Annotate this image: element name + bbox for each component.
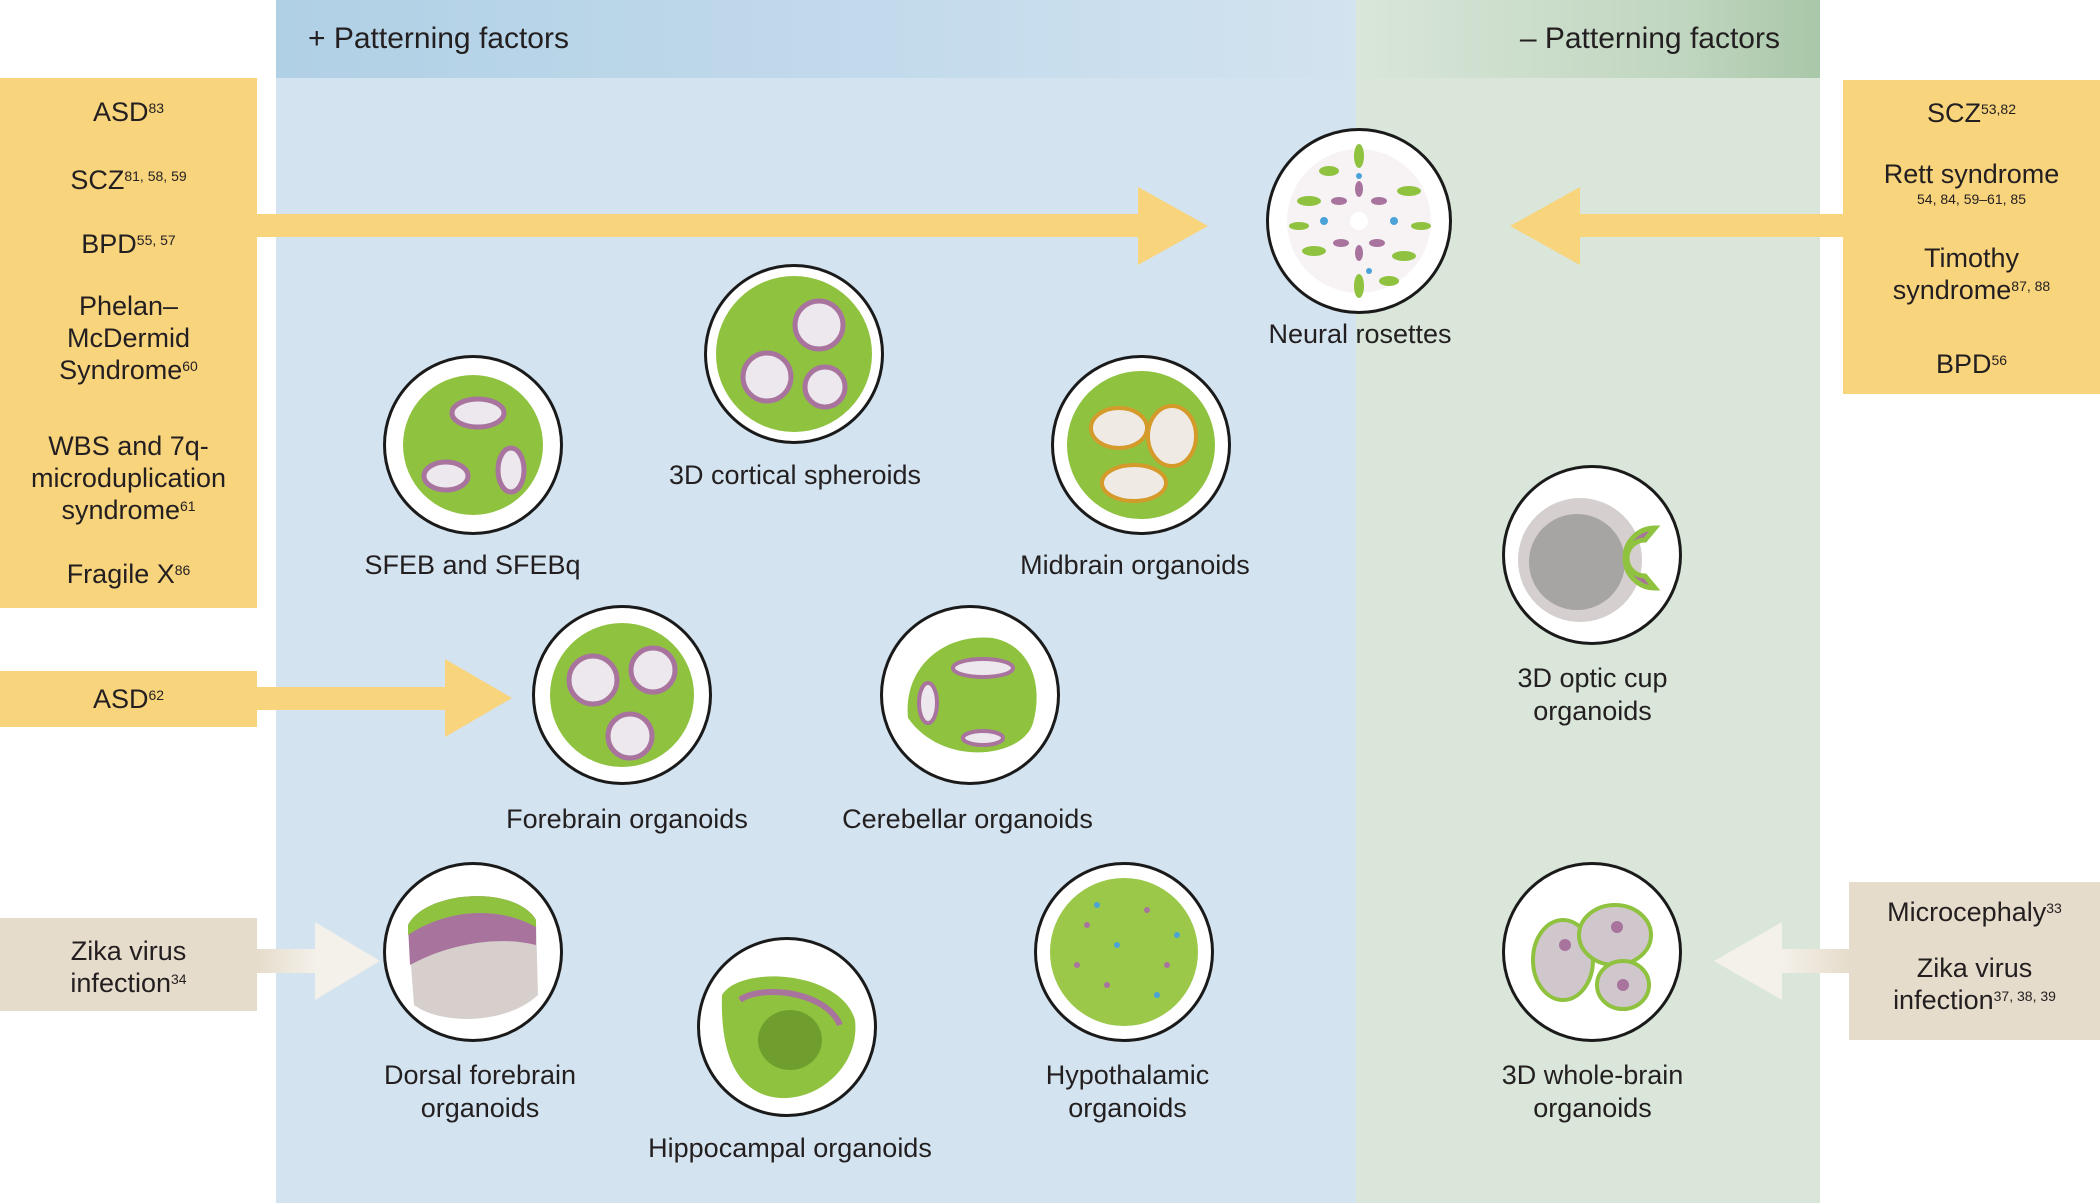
hypothalamic-illustration <box>1034 862 1214 1042</box>
sfeb-illustration <box>383 355 563 535</box>
arrow-left-top <box>256 187 1208 265</box>
disease-asd-forebrain: ASD62 <box>92 684 165 714</box>
disease-box-left-top: ASD83 SCZ81, 58, 59 BPD55, 57 Phelan– Mc… <box>0 78 257 608</box>
label-cerebellar: Cerebellar organoids <box>842 804 1093 834</box>
positive-patterning-header: + Patterning factors <box>276 0 1356 78</box>
arrow-right-bottom <box>1714 922 1850 1000</box>
disease-zika-left: Zika virus infection34 <box>70 936 187 998</box>
hippocampal-illustration <box>697 937 877 1117</box>
positive-header-label: + Patterning factors <box>308 22 569 55</box>
disease-asd: ASD83 <box>92 97 165 127</box>
disease-fragile-x: Fragile X86 <box>66 559 191 589</box>
label-neural-rosettes: Neural rosettes <box>1268 319 1452 349</box>
label-cortical-spheroids: 3D cortical spheroids <box>668 460 922 490</box>
neural-rosettes-illustration <box>1266 128 1452 314</box>
label-midbrain: Midbrain organoids <box>1020 550 1250 580</box>
dorsal-forebrain-illustration <box>383 862 563 1042</box>
disease-scz-right: SCZ53,82 <box>1926 98 2017 128</box>
forebrain-illustration <box>532 605 712 785</box>
disease-wbs-7q: WBS and 7q- microduplication syndrome61 <box>30 431 227 525</box>
infection-box-left-bottom: Zika virus infection34 <box>0 918 257 1011</box>
disease-timothy: Timothy syndrome87, 88 <box>1892 243 2051 305</box>
disease-microcephaly: Microcephaly33 <box>1887 897 2062 927</box>
disease-phelan-mcdermid: Phelan– McDermid Syndrome60 <box>59 291 198 385</box>
cortical-spheroids-illustration <box>704 264 884 444</box>
label-forebrain: Forebrain organoids <box>506 804 748 834</box>
midbrain-illustration <box>1051 355 1231 535</box>
disease-bpd: BPD55, 57 <box>81 229 176 259</box>
negative-header-label: – Patterning factors <box>1519 22 1780 55</box>
infection-box-right-bottom: Microcephaly33 Zika virus infection37, 3… <box>1849 882 2100 1040</box>
disease-box-left-middle: ASD62 <box>0 671 257 727</box>
arrow-left-bottom <box>256 922 380 1000</box>
disease-zika-right: Zika virus infection37, 38, 39 <box>1893 953 2056 1015</box>
whole-brain-illustration <box>1502 862 1682 1042</box>
cerebellar-illustration <box>880 605 1060 785</box>
arrow-right-top <box>1510 187 1845 265</box>
disease-scz: SCZ81, 58, 59 <box>70 165 187 195</box>
label-sfeb: SFEB and SFEBq <box>364 550 581 580</box>
negative-patterning-header: – Patterning factors <box>1356 0 1820 78</box>
arrow-left-middle <box>256 659 512 737</box>
disease-bpd-right: BPD56 <box>1935 349 2008 379</box>
optic-cup-illustration <box>1502 465 1682 645</box>
label-hippocampal: Hippocampal organoids <box>648 1133 932 1163</box>
